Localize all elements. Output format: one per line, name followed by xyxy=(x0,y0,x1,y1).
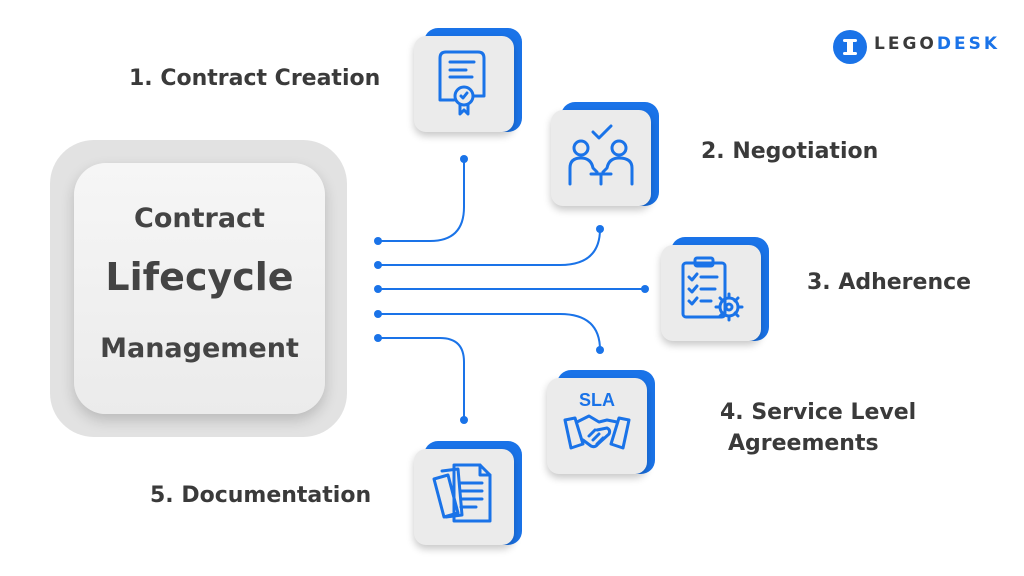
stacked-documents-icon xyxy=(432,463,492,523)
logo-text-lego: LEGO xyxy=(874,34,937,54)
center-title-line3: Management xyxy=(100,333,299,364)
two-people-agreement-icon xyxy=(568,124,634,186)
legodesk-logo-text: LEGODESK xyxy=(874,34,1000,54)
sla-handshake-icon: SLA xyxy=(563,390,631,450)
legodesk-logo-icon xyxy=(833,30,867,64)
step-2-label: 2. Negotiation xyxy=(701,139,879,164)
step-4-label: 4. Service Level xyxy=(720,400,917,425)
step-4-label-line2: Agreements xyxy=(728,431,879,456)
step-5-label: 5. Documentation xyxy=(150,483,372,508)
step-3-label: 3. Adherence xyxy=(807,270,972,295)
logo-text-desk: DESK xyxy=(936,34,1001,54)
step-1-label: 1. Contract Creation xyxy=(129,66,381,91)
center-title-line2: Lifecycle xyxy=(105,255,294,299)
adherence-card xyxy=(661,237,769,341)
center-title-line1: Contract xyxy=(134,203,265,234)
center-block: Contract Lifecycle Management xyxy=(74,163,325,414)
sla-card: SLA xyxy=(547,370,655,474)
contract-creation-card xyxy=(414,28,522,132)
documentation-card xyxy=(414,441,522,545)
certificate-document-icon xyxy=(438,50,486,116)
checklist-gear-icon xyxy=(681,256,744,322)
sla-badge-text: SLA xyxy=(579,390,615,410)
negotiation-card xyxy=(551,102,659,206)
